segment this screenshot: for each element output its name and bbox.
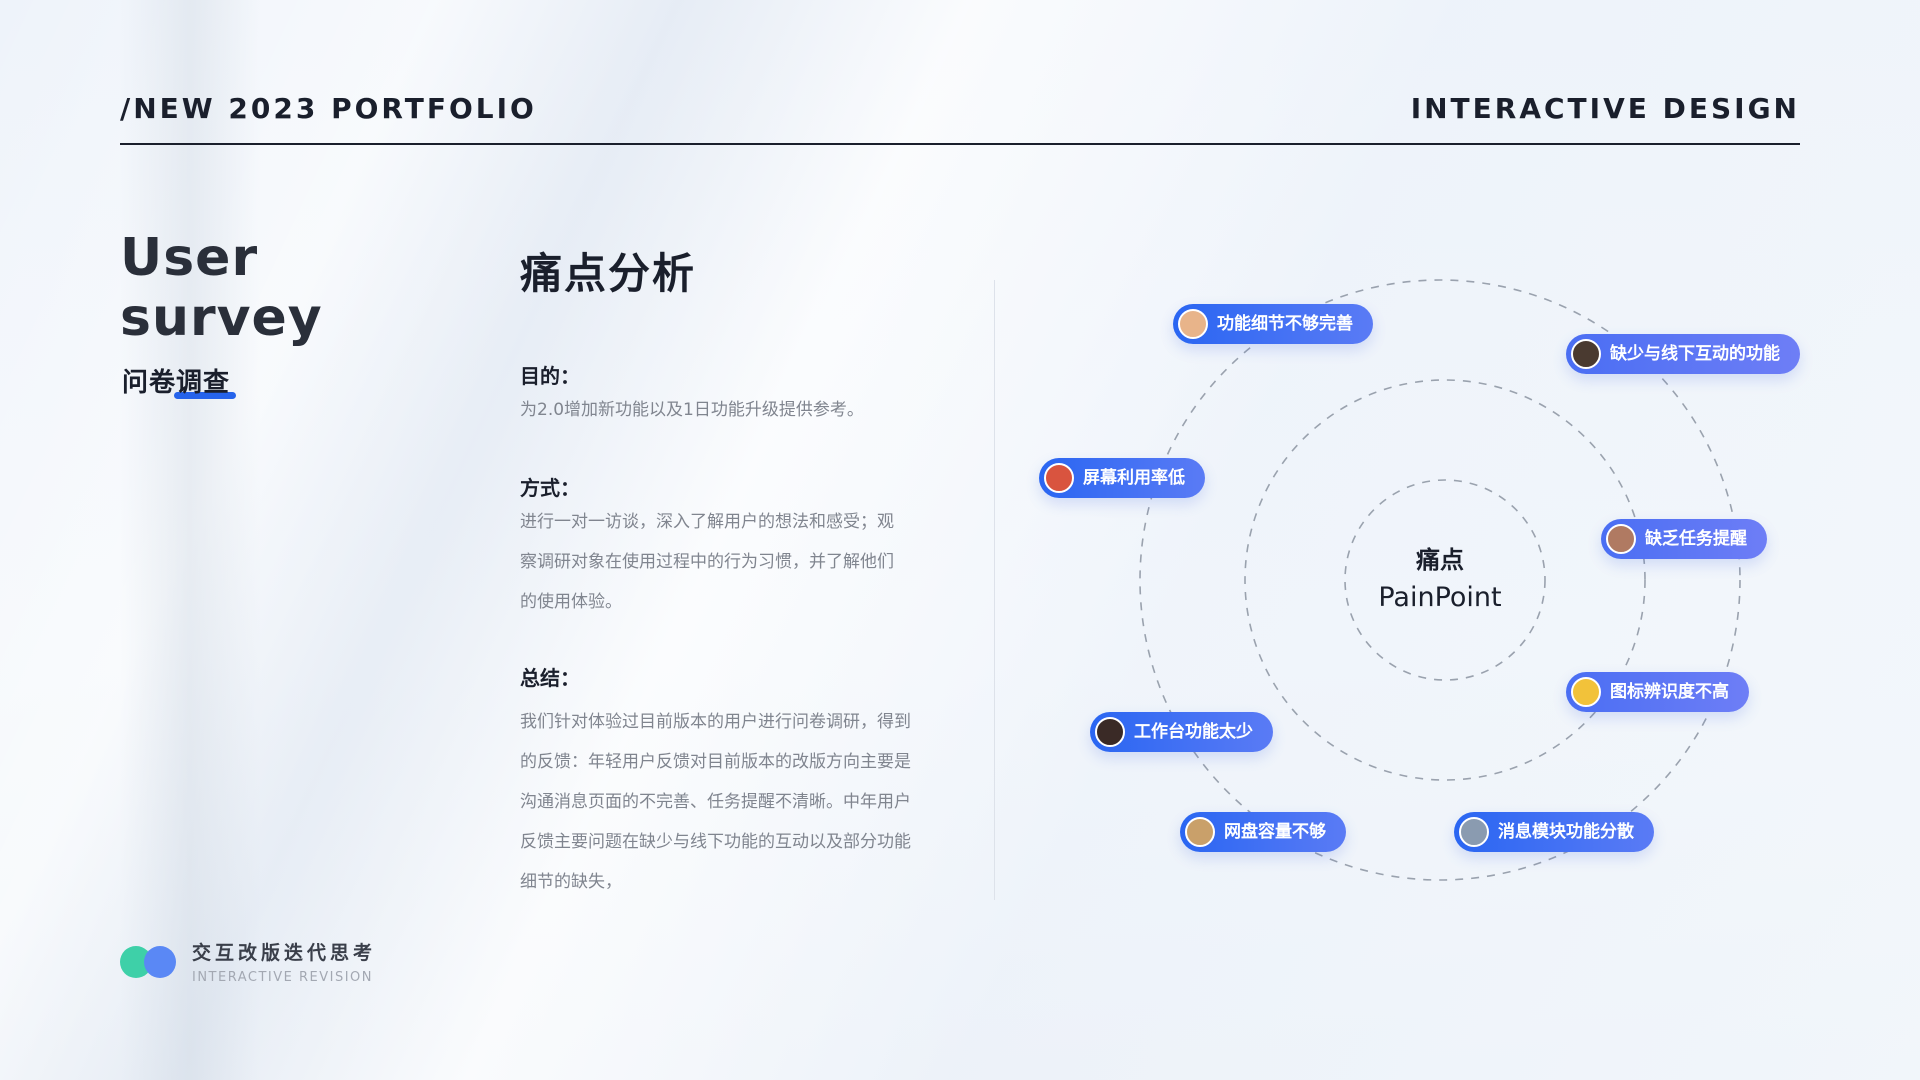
ring-outer <box>1139 279 1741 881</box>
painpoint-tag: 网盘容量不够 <box>1180 812 1346 852</box>
header-divider <box>120 143 1800 145</box>
purpose-label: 目的： <box>520 364 580 388</box>
painpoint-tag: 图标辨识度不高 <box>1566 672 1749 712</box>
page-title-en: User survey <box>120 228 323 348</box>
avatar-icon <box>1459 817 1489 847</box>
logo-circle-blue <box>144 946 176 978</box>
painpoint-tag: 消息模块功能分散 <box>1454 812 1654 852</box>
tag-label: 缺少与线下互动的功能 <box>1610 344 1780 364</box>
painpoint-tag: 工作台功能太少 <box>1090 712 1273 752</box>
avatar-icon <box>1044 463 1074 493</box>
center-label-cn: 痛点 <box>1416 546 1464 574</box>
page-title-en-line1: User <box>120 228 259 288</box>
painpoint-rings <box>1139 279 1741 881</box>
avatar-icon <box>1095 717 1125 747</box>
avatar-icon <box>1571 339 1601 369</box>
center-label-en: PainPoint <box>1378 582 1502 613</box>
avatar-icon <box>1178 309 1208 339</box>
painpoint-tag: 屏幕利用率低 <box>1039 458 1205 498</box>
painpoint-tag: 缺乏任务提醒 <box>1601 519 1767 559</box>
tag-label: 消息模块功能分散 <box>1498 822 1634 842</box>
summary-label: 总结： <box>520 666 580 690</box>
page-title-en-line2: survey <box>120 288 323 348</box>
ring-inner <box>1344 479 1546 681</box>
header-portfolio-title: /NEW 2023 PORTFOLIO <box>120 92 537 125</box>
title-underline <box>174 392 236 399</box>
tag-label: 图标辨识度不高 <box>1610 682 1729 702</box>
avatar-icon <box>1185 817 1215 847</box>
footer-title-cn: 交互改版迭代思考 <box>192 942 377 964</box>
tag-label: 功能细节不够完善 <box>1217 314 1353 334</box>
section-title: 痛点分析 <box>520 249 697 298</box>
tag-label: 屏幕利用率低 <box>1083 468 1185 488</box>
summary-text: 我们针对体验过目前版本的用户进行问卷调研，得到的反馈：年轻用户反馈对目前版本的改… <box>520 712 911 892</box>
painpoint-tag: 缺少与线下互动的功能 <box>1566 334 1800 374</box>
purpose-text: 为2.0增加新功能以及1日功能升级提供参考。 <box>520 400 864 420</box>
avatar-icon <box>1571 677 1601 707</box>
method-text: 进行一对一访谈，深入了解用户的想法和感受；观察调研对象在使用过程中的行为习惯，并… <box>520 512 894 612</box>
footer-title-en: INTERACTIVE REVISION <box>192 970 373 985</box>
method-label: 方式： <box>520 476 580 500</box>
ring-middle <box>1244 379 1646 781</box>
tag-label: 缺乏任务提醒 <box>1645 529 1747 549</box>
avatar-icon <box>1606 524 1636 554</box>
painpoint-tag: 功能细节不够完善 <box>1173 304 1373 344</box>
brand-logo <box>120 946 180 978</box>
background-shade <box>120 0 260 1080</box>
tag-label: 工作台功能太少 <box>1134 722 1253 742</box>
page-title-cn: 问卷调查 <box>122 368 231 398</box>
column-divider <box>994 280 995 900</box>
header-category: INTERACTIVE DESIGN <box>1410 92 1800 125</box>
tag-label: 网盘容量不够 <box>1224 822 1326 842</box>
